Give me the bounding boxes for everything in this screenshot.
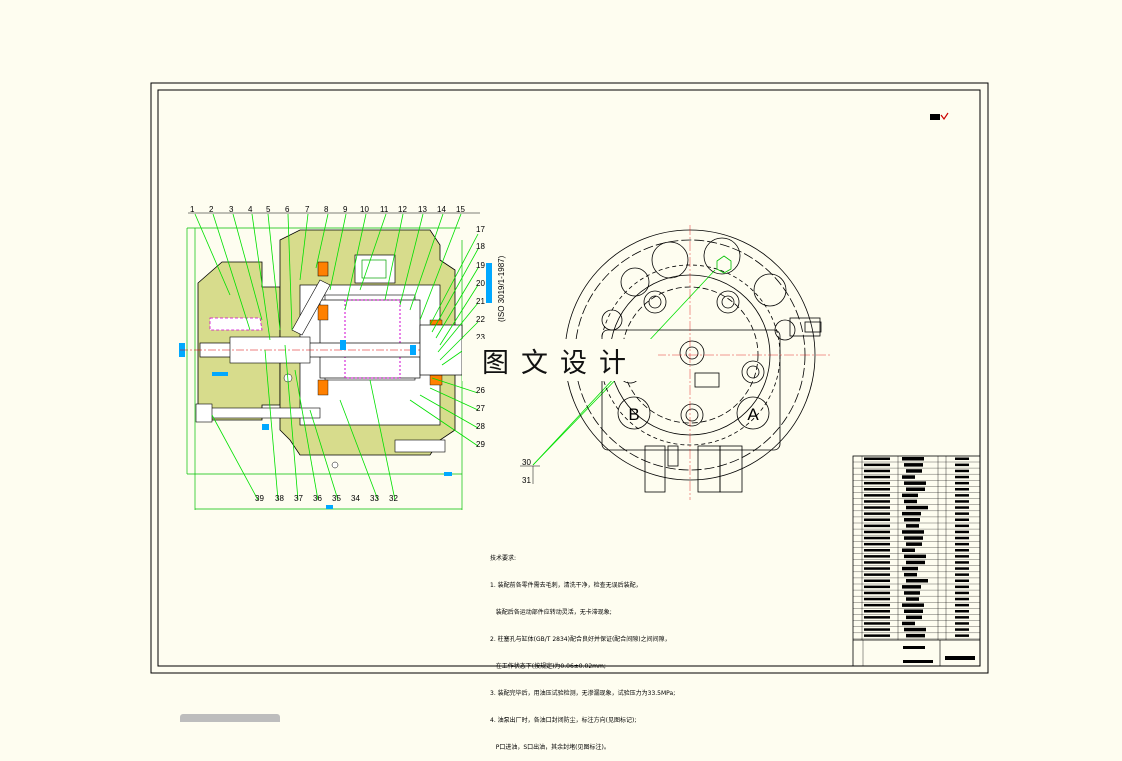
note-line: 装配后各运动部件应转动灵活，无卡滞现象; <box>490 609 612 616</box>
part-number: 11 <box>380 205 389 214</box>
part-number: 5 <box>266 205 271 214</box>
part-number: 38 <box>275 494 284 503</box>
part-number: 15 <box>456 205 465 214</box>
part-number: 13 <box>418 205 427 214</box>
part-number: 32 <box>389 494 398 503</box>
part-number: 18 <box>476 242 485 251</box>
part-number: 29 <box>476 440 485 449</box>
part-number: 21 <box>476 297 485 306</box>
technical-requirements: 技术要求: 1. 装配前各零件需去毛刺，清洗干净，检查无误后装配， 装配后各运动… <box>490 536 675 761</box>
part-number: 39 <box>255 494 264 503</box>
drawing-sheet: 1 2 3 4 5 6 7 8 9 10 11 12 13 14 15 17 1… <box>150 82 989 674</box>
part-number: 19 <box>476 261 485 270</box>
note-line: 2. 柱塞孔与缸体(GB/T 2834)配合良好并保证(配合间隙)之间间隙， <box>490 636 671 643</box>
watermark: 图文设计 <box>462 339 658 381</box>
part-number: 9 <box>343 205 348 214</box>
part-number: 14 <box>437 205 446 214</box>
part-number: 33 <box>370 494 379 503</box>
note-line: 3. 装配完毕后，用油压试验检测，无渗漏现象，试验压力为33.5MPa; <box>490 690 676 697</box>
part-number: 1 <box>190 205 195 214</box>
note-line: 1. 装配前各零件需去毛刺，清洗干净，检查无误后装配， <box>490 582 642 589</box>
part-number: 31 <box>522 476 531 485</box>
outer-border <box>150 82 989 674</box>
part-number: 30 <box>522 458 531 467</box>
part-number: 35 <box>332 494 341 503</box>
part-number: 22 <box>476 315 485 324</box>
part-number: 3 <box>229 205 234 214</box>
part-number: 28 <box>476 422 485 431</box>
port-b-label: B <box>628 405 639 424</box>
part-number: 17 <box>476 225 485 234</box>
note-line: P口进油，S口出油，其余封堵(见图标注)。 <box>490 744 610 751</box>
part-number: 4 <box>248 205 253 214</box>
part-numbers-right: 17 18 19 20 21 22 23 26 27 28 29 <box>476 225 485 449</box>
part-number: 37 <box>294 494 303 503</box>
viewer-tab[interactable] <box>180 714 280 722</box>
part-number: 10 <box>360 205 369 214</box>
part-number: 2 <box>209 205 214 214</box>
part-number: 6 <box>285 205 290 214</box>
parts-list <box>852 455 981 667</box>
leader-lines <box>188 212 716 501</box>
inner-border <box>157 89 981 667</box>
notes-title: 技术要求: <box>490 555 517 562</box>
part-number: 8 <box>324 205 329 214</box>
part-numbers-side: 30 31 <box>522 458 531 485</box>
iso-note: (ISO 3019/1-1987) <box>497 255 506 322</box>
part-number: 7 <box>305 205 310 214</box>
part-number: 23 <box>476 333 485 342</box>
section-view <box>179 227 492 510</box>
part-number: 26 <box>476 386 485 395</box>
part-numbers-top: 1 2 3 4 5 6 7 8 9 10 11 12 13 14 15 <box>190 205 465 214</box>
part-number: 12 <box>398 205 407 214</box>
port-a-label: A <box>747 405 759 424</box>
part-number: 34 <box>351 494 360 503</box>
part-number: 36 <box>313 494 322 503</box>
note-line: 在工作状态下(按规定)为0.06±0.02mm; <box>490 663 606 670</box>
part-number: 27 <box>476 404 485 413</box>
part-number: 20 <box>476 279 485 288</box>
part-numbers-bottom: 39 38 37 36 35 34 33 32 <box>255 494 398 503</box>
roughness-symbol <box>930 112 949 121</box>
